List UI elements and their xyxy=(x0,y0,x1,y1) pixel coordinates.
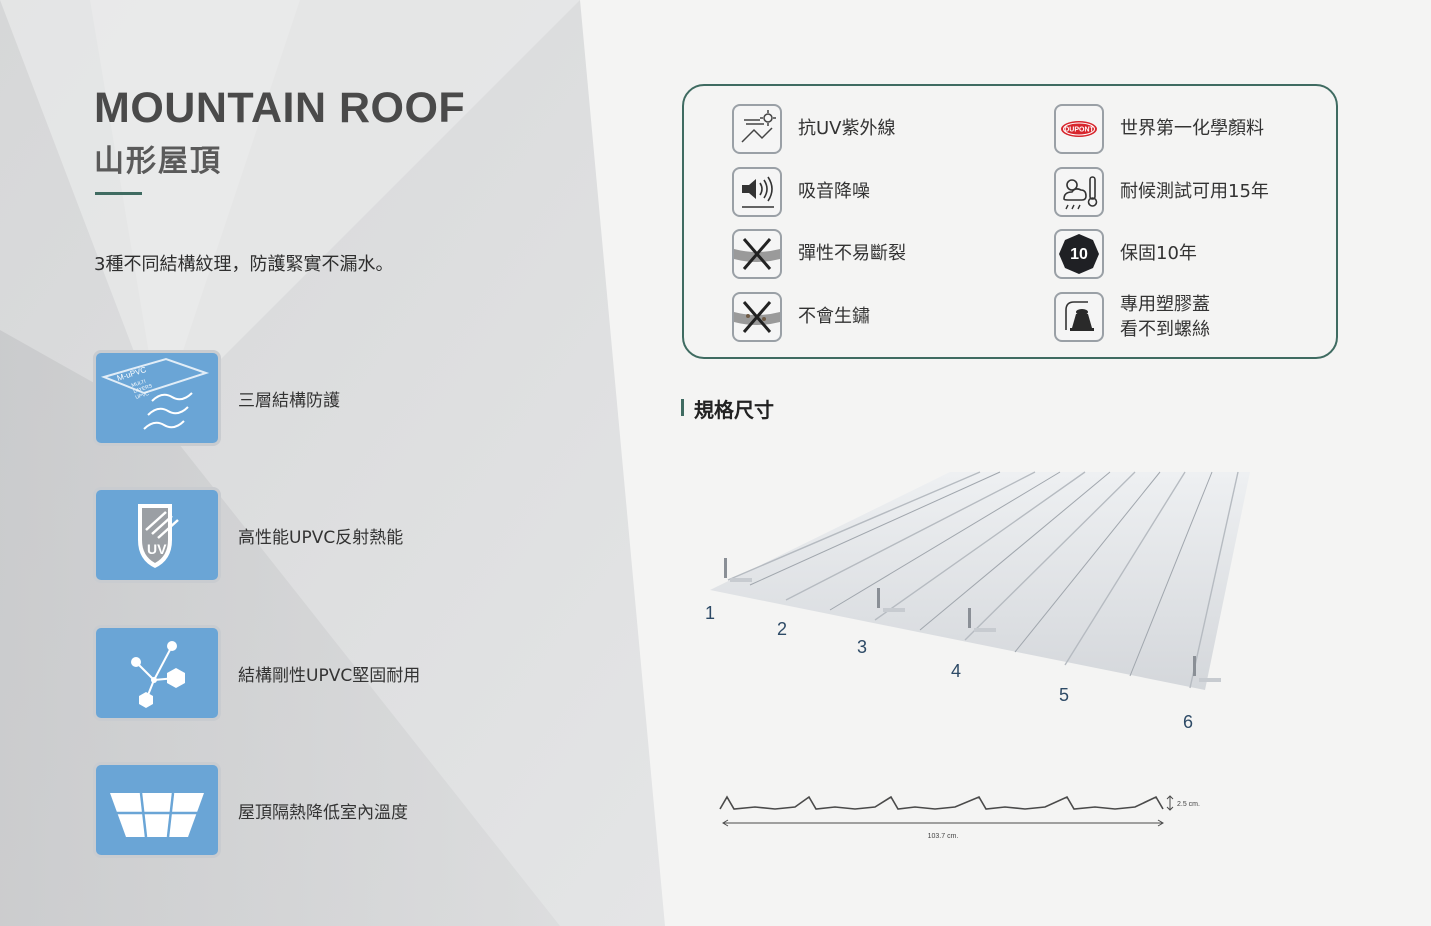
panel-item-label: 專用塑膠蓋 看不到螺絲 xyxy=(1120,292,1210,342)
no-break-icon xyxy=(732,229,782,279)
panel-item-label: 世界第一化學顏料 xyxy=(1120,118,1264,139)
feature-label: 屋頂隔熱降低室內溫度 xyxy=(238,803,408,823)
panel-item: 彈性不易斷裂 xyxy=(732,229,1032,281)
screw-cap-icon xyxy=(1054,292,1104,342)
skylight-icon xyxy=(93,762,221,858)
molecule-icon xyxy=(93,625,221,721)
svg-text:LAYERS: LAYERS xyxy=(133,383,154,395)
panel-item: DUPONT 世界第一化學顏料 xyxy=(1054,104,1354,156)
panel-item-label: 不會生鏽 xyxy=(798,306,870,327)
tagline: 3種不同結構紋理，防護緊實不漏水。 xyxy=(94,254,394,275)
panel-item-label: 耐候測試可用15年 xyxy=(1120,181,1269,202)
feature-label: 結構剛性UPVC堅固耐用 xyxy=(238,666,421,686)
panel-item-label: 彈性不易斷裂 xyxy=(798,243,906,264)
panel-item: 吸音降噪 xyxy=(732,167,1032,219)
panel-item-label: 抗UV紫外線 xyxy=(798,118,896,139)
title-divider xyxy=(95,192,142,195)
warranty-10-icon: 10 xyxy=(1054,229,1104,279)
feature-item: 屋頂隔熱降低室內溫度 xyxy=(93,762,493,858)
layers-icon: M-uPVC MULTI LAYERS UPVC xyxy=(93,350,221,446)
svg-text:MULTI: MULTI xyxy=(131,379,147,389)
roof-sheet-illustration xyxy=(710,471,1250,690)
panel-item: 抗UV紫外線 xyxy=(732,104,1032,156)
height-dimension-label: 2.5 cm. xyxy=(1177,801,1200,808)
dupont-logo-text: DUPONT xyxy=(1064,127,1094,134)
sun-uv-icon xyxy=(732,104,782,154)
spec-title-marker xyxy=(681,399,684,416)
panel-item-label: 吸音降噪 xyxy=(798,181,870,202)
svg-text:UPVC: UPVC xyxy=(135,391,150,401)
feature-label: 高性能UPVC反射熱能 xyxy=(238,528,404,548)
panel-item-label: 保固10年 xyxy=(1120,243,1197,264)
page-subtitle: 山形屋頂 xyxy=(94,144,222,179)
dupont-logo-icon: DUPONT xyxy=(1054,104,1104,154)
panel-item-label-line1: 專用塑膠蓋 xyxy=(1120,294,1210,315)
rib-marker: 2 xyxy=(777,619,788,639)
panel-item: 耐候測試可用15年 xyxy=(1054,167,1354,219)
weather-thermometer-icon xyxy=(1054,167,1104,217)
page-title: MOUNTAIN ROOF xyxy=(94,84,466,132)
features-panel: 抗UV紫外線 DUPONT 世界第一化學顏料 吸音降噪 xyxy=(682,84,1338,359)
warranty-number: 10 xyxy=(1070,246,1088,263)
rib-marker: 3 xyxy=(857,637,868,657)
rib-marker: 5 xyxy=(1059,685,1070,705)
svg-text:UV: UV xyxy=(147,541,167,557)
rib-marker: 4 xyxy=(951,661,962,681)
panel-item: 不會生鏽 xyxy=(732,292,1032,344)
feature-item: UV 高性能UPVC反射熱能 xyxy=(93,487,493,583)
rib-marker: 6 xyxy=(1183,712,1194,732)
width-dimension-label: 103.7 cm. xyxy=(928,833,959,840)
profile-dimension-drawing: 2.5 cm. 103.7 cm. xyxy=(719,795,1200,840)
uv-shield-icon: UV xyxy=(93,487,221,583)
no-rust-icon xyxy=(732,292,782,342)
panel-item: 專用塑膠蓋 看不到螺絲 xyxy=(1054,292,1354,344)
panel-item-label-line2: 看不到螺絲 xyxy=(1120,319,1210,340)
feature-item: 結構剛性UPVC堅固耐用 xyxy=(93,625,493,721)
rib-marker: 1 xyxy=(705,603,716,623)
speaker-icon xyxy=(732,167,782,217)
spec-title: 規格尺寸 xyxy=(694,398,774,422)
panel-item: 10 保固10年 xyxy=(1054,229,1354,281)
feature-label: 三層結構防護 xyxy=(238,391,340,411)
feature-item: M-uPVC MULTI LAYERS UPVC 三層結構防護 xyxy=(93,350,493,446)
